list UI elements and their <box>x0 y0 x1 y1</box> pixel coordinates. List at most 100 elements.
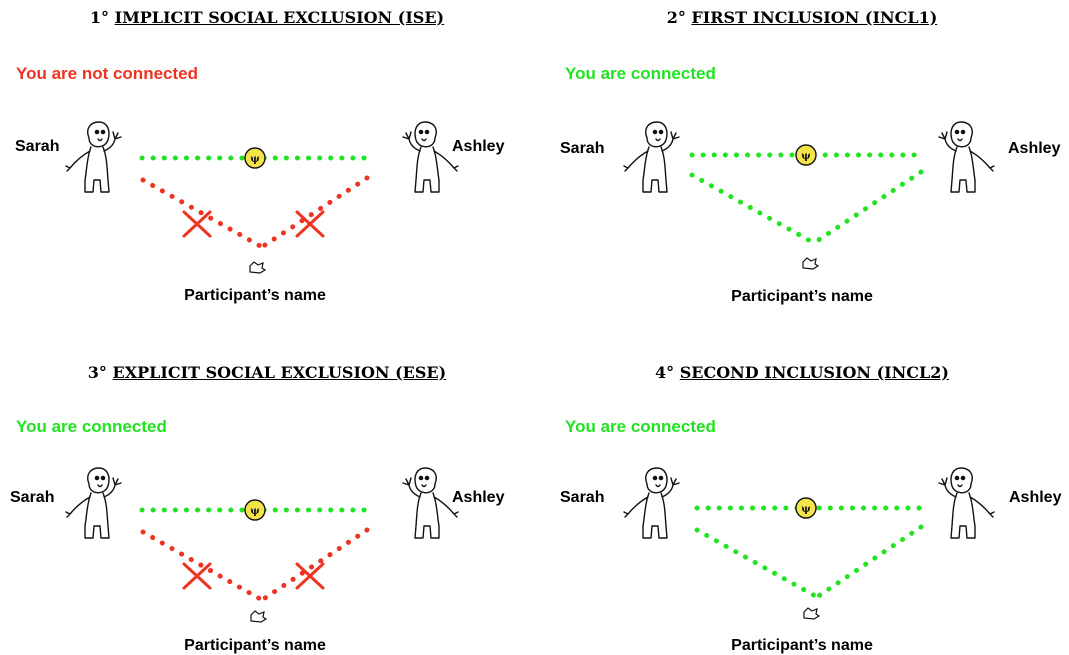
connection-line-ashley-participant <box>811 169 924 246</box>
figure-eye <box>960 129 966 135</box>
participant-name-label: Participant’s name <box>184 287 326 304</box>
player-figure-ashley <box>402 467 459 539</box>
participant-hand-icon <box>250 610 268 623</box>
panel-incl2: 4° SECOND INCLUSION (INCL2) You are conn… <box>535 327 1069 654</box>
player-figure-sarah <box>623 121 680 193</box>
figure-eye <box>954 475 960 481</box>
cross-stroke <box>182 210 212 238</box>
panel-title: 1° IMPLICIT SOCIAL EXCLUSION (ISE) <box>0 8 534 27</box>
figure-body <box>950 146 976 193</box>
figure-right-arm <box>103 131 122 152</box>
figure-head <box>414 121 437 148</box>
figure-mouth <box>655 138 661 142</box>
ball-circle <box>795 497 817 519</box>
figure-left-arm <box>65 496 91 518</box>
player-name-sarah: Sarah <box>15 138 60 155</box>
player-figure-sarah <box>65 121 122 193</box>
no-connection-cross <box>182 210 212 238</box>
panel-number: 1° <box>89 8 109 27</box>
participant-name-label: Participant’s name <box>731 288 873 305</box>
player-figure-sarah <box>623 467 680 539</box>
network-diagram: ψ <box>623 467 995 620</box>
figure-right-arm <box>103 477 122 498</box>
player-name-sarah: Sarah <box>560 140 605 157</box>
figure-eye <box>658 129 664 135</box>
connection-line-sarah-participant <box>140 529 265 603</box>
connection-line-sarah-participant <box>694 527 820 600</box>
figure-head <box>950 467 973 494</box>
figure-body <box>642 492 668 539</box>
figure-head <box>645 121 668 148</box>
figure-mouth <box>97 484 103 488</box>
connection-line-ashley-participant <box>259 175 370 250</box>
player-name-ashley: Ashley <box>452 138 505 155</box>
ball-circle <box>795 144 817 166</box>
connection-line-sarah-participant <box>689 172 817 246</box>
player-name-ashley: Ashley <box>1009 489 1062 506</box>
figure-right-arm <box>661 477 680 498</box>
player-figure-ashley <box>402 121 459 193</box>
player-name-ashley: Ashley <box>1008 140 1061 157</box>
connection-line-sarah-participant <box>140 177 265 250</box>
ball-token: ψ <box>244 499 266 521</box>
network-diagram: ψ <box>65 467 459 623</box>
figure-body <box>642 146 668 193</box>
figure-eye <box>418 475 424 481</box>
figure-mouth <box>655 484 661 488</box>
panel-ise: 1° IMPLICIT SOCIAL EXCLUSION (ISE) You a… <box>0 0 534 327</box>
figure-left-arm <box>969 496 995 518</box>
figure-eye <box>100 475 106 481</box>
psi-symbol: ψ <box>801 504 810 515</box>
figure-eye <box>954 129 960 135</box>
panel-title: 4° SECOND INCLUSION (INCL2) <box>535 363 1069 382</box>
figure-mouth <box>421 138 427 142</box>
psi-symbol: ψ <box>801 151 810 162</box>
figure-body <box>414 146 440 193</box>
player-name-sarah: Sarah <box>10 489 55 506</box>
figure-eye <box>658 475 664 481</box>
connection-status: You are not connected <box>16 64 198 83</box>
cross-stroke <box>295 562 325 590</box>
figure-head <box>414 467 437 494</box>
player-figure-ashley <box>938 121 995 193</box>
figure-mouth <box>421 484 427 488</box>
figure-left-arm <box>65 150 91 172</box>
figure-eye <box>100 129 106 135</box>
psi-symbol: ψ <box>250 154 259 165</box>
cross-stroke <box>295 210 325 238</box>
cross-stroke <box>182 562 212 590</box>
ball-token: ψ <box>244 147 266 169</box>
panel-title: 3° EXPLICIT SOCIAL EXCLUSION (ESE) <box>0 363 534 382</box>
no-connection-cross <box>182 562 212 590</box>
connection-line-ashley-participant <box>814 524 924 600</box>
figure-mouth <box>97 138 103 142</box>
figure-body <box>84 492 110 539</box>
figure-eye <box>960 475 966 481</box>
figure-left-arm <box>969 150 995 172</box>
connection-status: You are connected <box>565 417 716 436</box>
figure-right-arm <box>402 477 421 498</box>
figure-right-arm <box>938 477 957 498</box>
figure-head <box>645 467 668 494</box>
panel-title-text: FIRST INCLUSION (INCL1) <box>691 8 938 27</box>
player-figure-ashley <box>938 467 995 539</box>
figure-eye <box>424 129 430 135</box>
panel-incl1: 2° FIRST INCLUSION (INCL1) You are conne… <box>535 0 1069 327</box>
participant-hand-icon <box>802 257 820 270</box>
no-connection-cross <box>295 562 325 590</box>
figure-body <box>414 492 440 539</box>
panel-title: 2° FIRST INCLUSION (INCL1) <box>535 8 1069 27</box>
figure-right-arm <box>661 131 680 152</box>
figure-eye <box>418 129 424 135</box>
panel-ese: 3° EXPLICIT SOCIAL EXCLUSION (ESE) You a… <box>0 327 534 654</box>
figure-left-arm <box>433 150 459 172</box>
panel-number: 4° <box>655 363 675 382</box>
ball-token: ψ <box>795 144 817 166</box>
player-name-sarah: Sarah <box>560 489 605 506</box>
network-diagram: ψ <box>623 121 995 270</box>
participant-name-label: Participant’s name <box>184 637 326 654</box>
ball-circle <box>244 499 266 521</box>
connection-status: You are connected <box>16 417 167 436</box>
no-connection-cross <box>295 210 325 238</box>
panel-title-text: SECOND INCLUSION (INCL2) <box>679 363 949 382</box>
